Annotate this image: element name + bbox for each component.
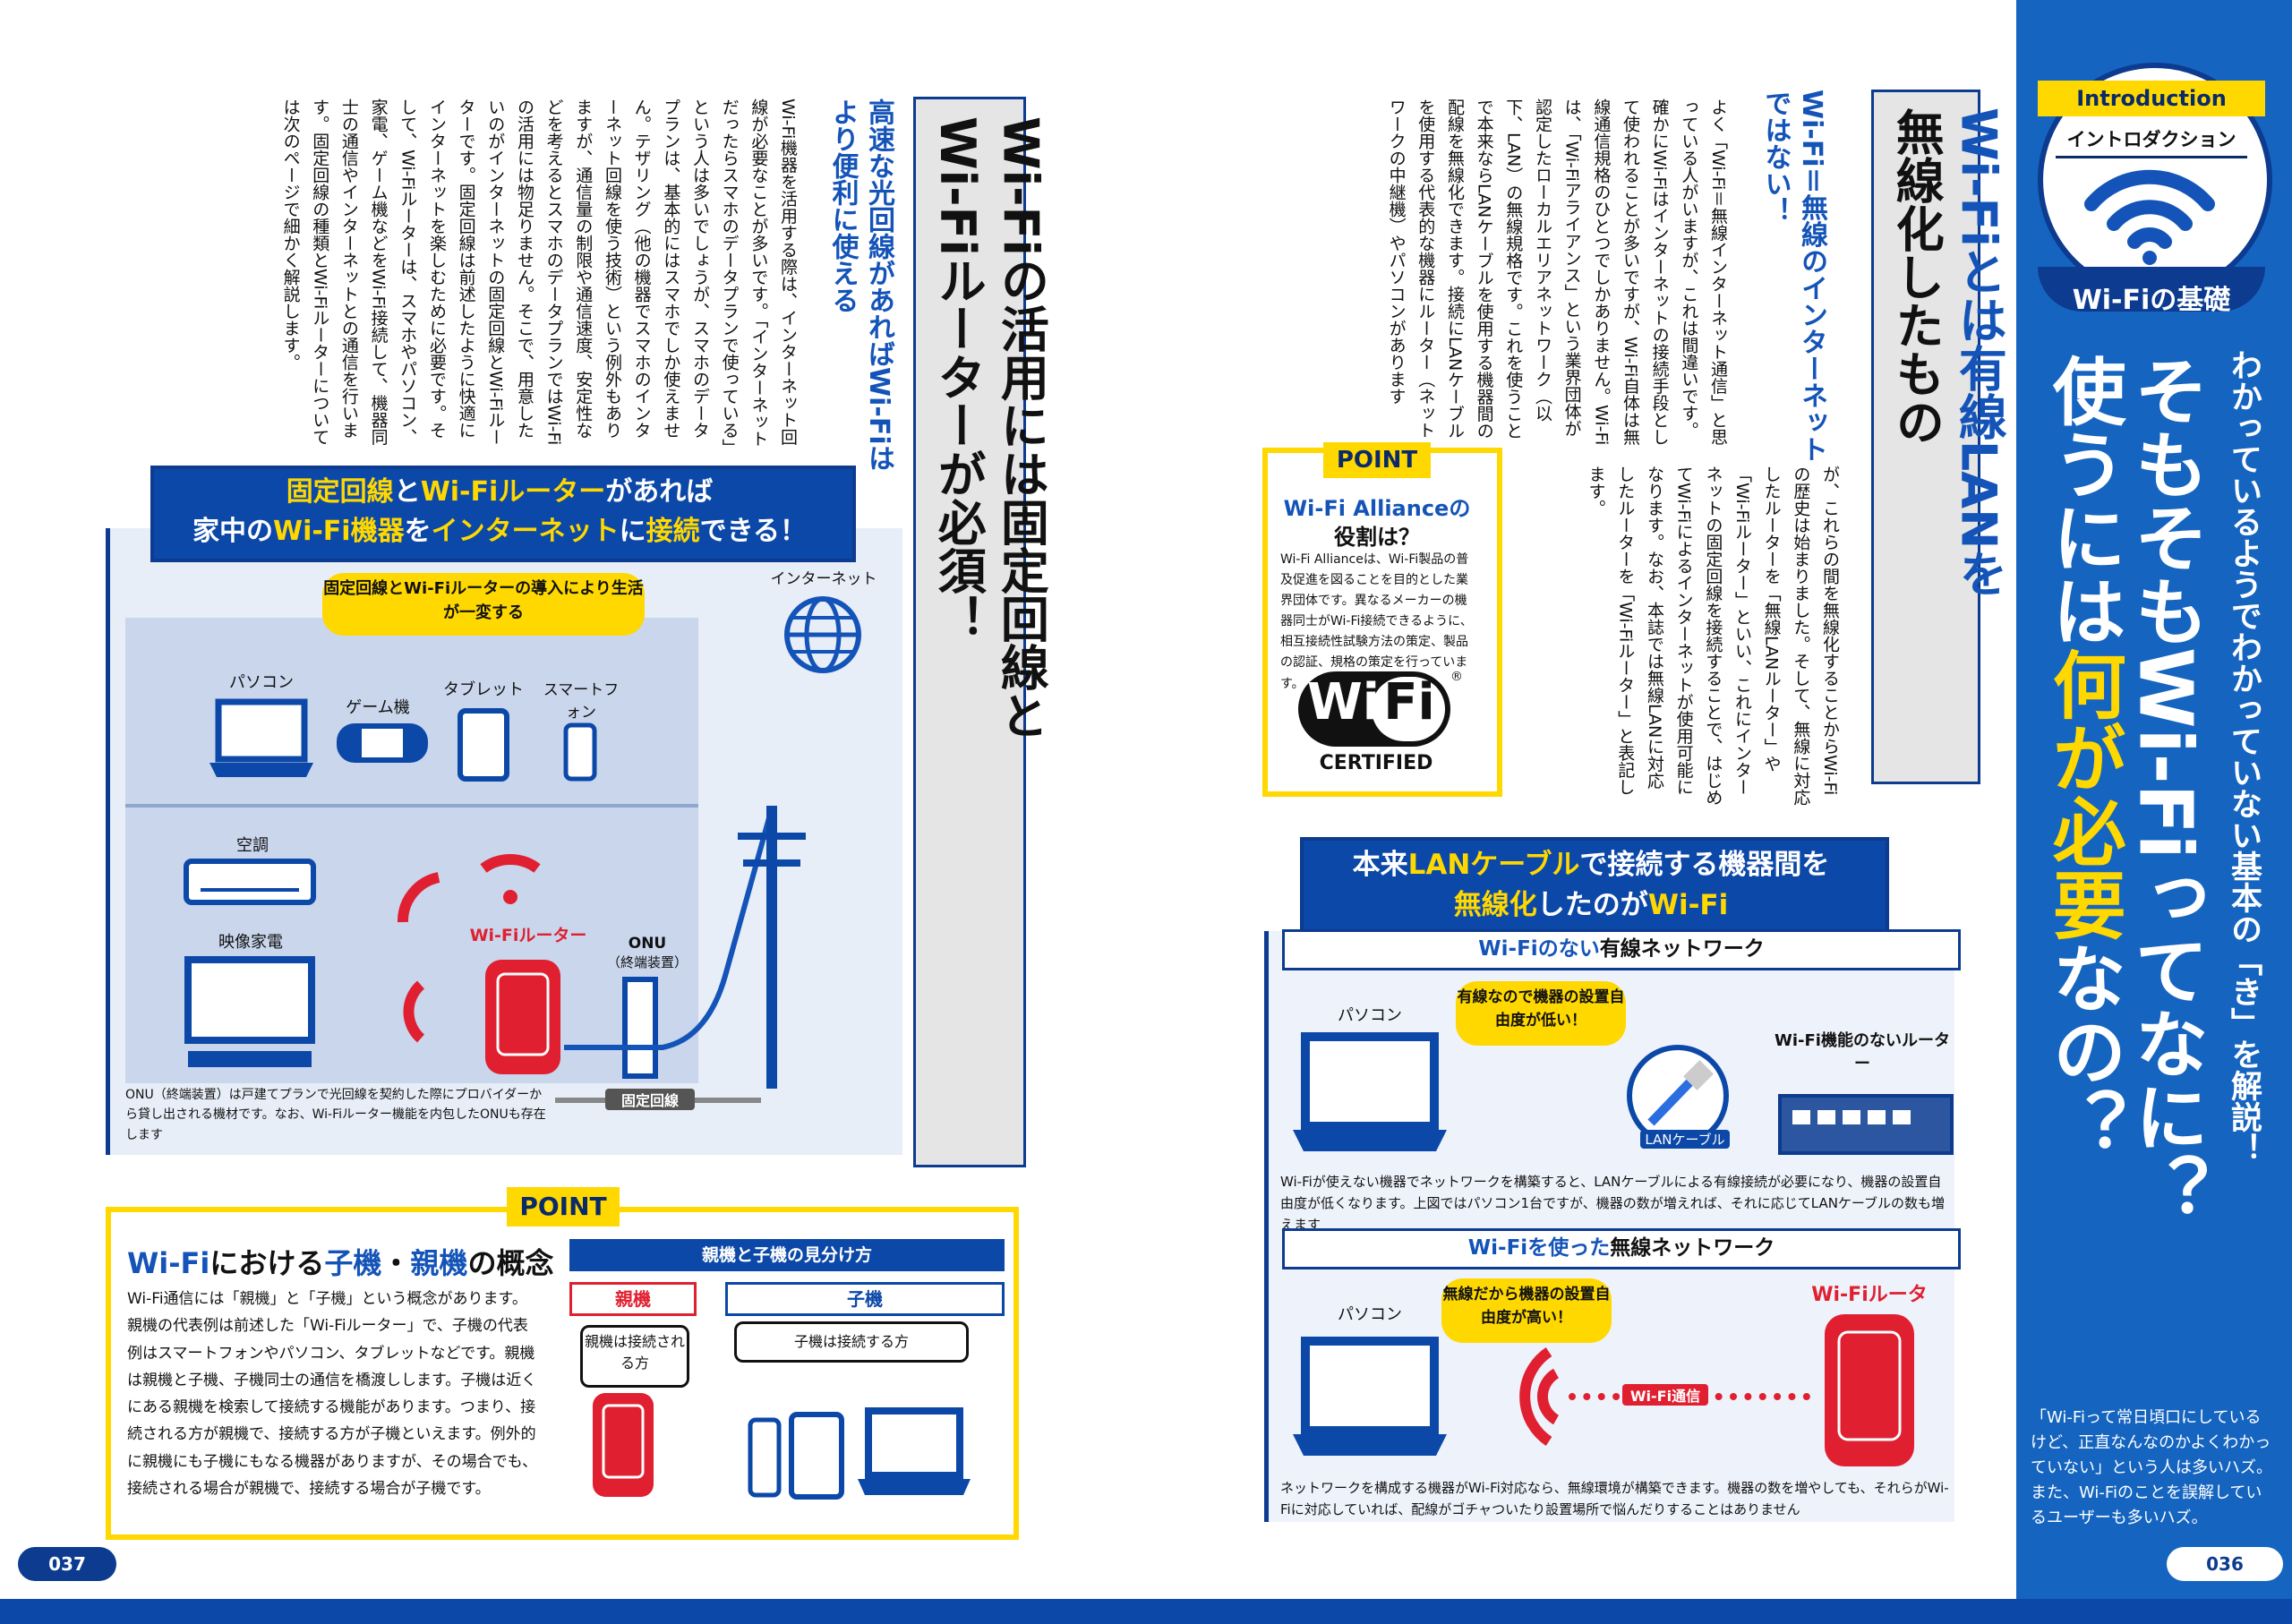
bottom-band — [0, 1599, 2292, 1624]
badge-label: Wi-Fiの基礎 — [2072, 285, 2231, 316]
right-body-2: が、これらの間を無線化することからWi-Fiの歴史は始まりました。そして、無線に… — [1586, 466, 1840, 806]
smartphone-icon — [563, 722, 597, 782]
right-diagram-header-text: 本来LANケーブルで接続する機器間を 無線化したのがWi-Fi — [1352, 849, 1830, 921]
wireless-bubble: 無線だから機器の設置自由度が高い！ — [1441, 1278, 1612, 1343]
onu-icon — [622, 977, 658, 1079]
child-bubble: 子機は接続する方 — [734, 1321, 969, 1363]
right-heading: Wi-Fiとは有線LANを無線化したもの — [1887, 107, 2007, 598]
pc-label: パソコン — [1338, 1006, 1402, 1025]
wifi-router-label-left: Wi-Fiルーター — [469, 926, 587, 945]
point-title-b: 役割は？ — [1334, 525, 1420, 550]
wifi-signals-red — [397, 854, 541, 1043]
aircon-icon — [184, 859, 316, 905]
child-label: 子機 — [725, 1282, 1005, 1316]
wifi-router-icon — [1825, 1314, 1914, 1466]
left-diagram-caption: ONU（終端装置）は戸建てプランで光回線を契約した際にプロバイダーから貸し出され… — [125, 1088, 546, 1142]
point-text-left: Wi-Fi通信には「親機」と「子機」という概念があります。親機の代表例は前述した… — [127, 1290, 538, 1498]
wifi-certified-logo — [1298, 671, 1450, 747]
game-label: ゲーム機 — [346, 698, 410, 717]
router-label: Wi-Fi機能のないルーター — [1775, 1031, 1950, 1073]
left-bubble: 固定回線とWi-Fiルーターの導入により生活が一変する — [322, 573, 645, 636]
wifi-signal-label: Wi-Fi通信 — [1622, 1384, 1708, 1406]
left-subheading: 高速な光回線があればWi-Fiはより便利に使える — [826, 98, 895, 472]
hero-title-line1: そもそもWi-Fiってなに？ — [2122, 354, 2208, 1227]
pc-label-2: パソコン — [1338, 1305, 1402, 1324]
onu-label: ONU — [628, 935, 667, 953]
wireless-network-title: Wi-Fiを使った無線ネットワーク — [1282, 1228, 1961, 1269]
left-diagram-header — [150, 466, 856, 562]
tv-label: 映像家電 — [218, 933, 283, 952]
logo-wi: Wi — [1307, 673, 1380, 731]
aircon-label: 空調 — [236, 836, 269, 855]
fixed-line-cable — [564, 814, 773, 1050]
utility-pole-icon — [738, 806, 806, 1089]
right-heading-box — [1871, 90, 1980, 784]
page-number-right: 036 — [2167, 1547, 2283, 1581]
logo-registered: ® — [1450, 670, 1463, 684]
point-tag: POINT — [1323, 442, 1431, 478]
point-text: Wi-Fi Allianceは、Wi-Fi製品の普及促進を図ることを目的とした業… — [1280, 552, 1473, 691]
child-laptop-icon — [858, 1407, 971, 1495]
right-subheading: Wi-Fi＝無線のインターネットではない！ — [1759, 90, 1828, 463]
child-tablet-icon — [789, 1412, 844, 1500]
house-floor-divider — [125, 804, 698, 808]
child-phone-icon — [748, 1417, 782, 1498]
parent-child-table-title: 親機と子機の見分け方 — [569, 1239, 1005, 1271]
intro-subtitle: イントロダクション — [2056, 125, 2247, 158]
wireless-caption: ネットワークを構成する機器がWi-Fi対応なら、無線環境が構築できます。機器の数… — [1280, 1480, 1949, 1517]
parent-label: 親機 — [569, 1282, 697, 1316]
wired-network-title: Wi-Fiのない有線ネットワーク — [1282, 929, 1961, 970]
wired-caption: Wi-Fiが使えない機器でネットワークを構築すると、LANケーブルによる有線接続… — [1280, 1174, 1946, 1233]
phone-label: スマートフォン — [543, 681, 620, 722]
page-number-left: 037 — [18, 1547, 116, 1581]
tablet-label: タブレット — [443, 680, 524, 699]
globe-icon — [784, 596, 861, 673]
point-title-a: Wi-Fi Allianceの — [1283, 496, 1471, 521]
laptop-icon-2 — [1293, 1337, 1447, 1456]
right-body-1: よく「Wi-Fi＝無線インターネット通信」と思っている人がいますが、これは間違い… — [1386, 98, 1728, 446]
wifi-router-icon-left — [485, 960, 560, 1074]
left-diagram-header-text: 固定回線とWi-Fiルーターがあれば 家中のWi-Fi機器をインターネットに接続… — [192, 476, 807, 547]
badge-label-band — [2038, 267, 2265, 312]
wired-router-icon — [1778, 1094, 1954, 1155]
logo-fi: Fi — [1383, 673, 1435, 731]
laptop-icon — [1293, 1032, 1447, 1151]
onu-sublabel: （終端装置） — [606, 954, 688, 970]
intro-ribbon: Introduction — [2038, 81, 2265, 116]
parent-router-icon — [593, 1393, 654, 1497]
hero-title-line2: 使うには何が必要なの？ — [2040, 354, 2125, 1161]
sidebar-note: 「Wi-Fiって常日頃口にしているけど、正直なんなのかよくわかっていない」という… — [2031, 1408, 2272, 1527]
internet-label: インターネット — [770, 570, 877, 588]
point-title-left: Wi-Fiにおける子機・親機の概念 — [127, 1246, 554, 1280]
lan-cable-label: LANケーブル — [1640, 1130, 1730, 1149]
right-diagram-header — [1300, 837, 1889, 943]
pc-label-left: パソコン — [229, 673, 294, 692]
point-tag-left: POINT — [507, 1187, 620, 1227]
lan-cable-icon — [1627, 1045, 1729, 1147]
parent-bubble: 親機は接続される方 — [580, 1325, 689, 1388]
wifi-icon — [2084, 169, 2215, 265]
tv-icon — [184, 956, 315, 1067]
fixed-line-label: 固定回線 — [605, 1089, 695, 1110]
left-heading-box — [913, 97, 1026, 1167]
game-console-icon — [337, 723, 428, 763]
wifi-signal-icon — [1519, 1347, 1560, 1446]
wired-bubble: 有線なので機器の設置自由度が低い！ — [1456, 981, 1626, 1046]
left-body: Wi-Fi機器を活用する際は、インターネット回線が必要なことが多いです。「インタ… — [280, 98, 798, 448]
tablet-icon — [458, 708, 509, 782]
laptop-icon-left — [210, 698, 313, 777]
hero-subtitle: わかっているようでわかっていない基本の「き」を解説！ — [2226, 349, 2262, 1164]
logo-certified: CERTIFIED — [1319, 752, 1433, 774]
